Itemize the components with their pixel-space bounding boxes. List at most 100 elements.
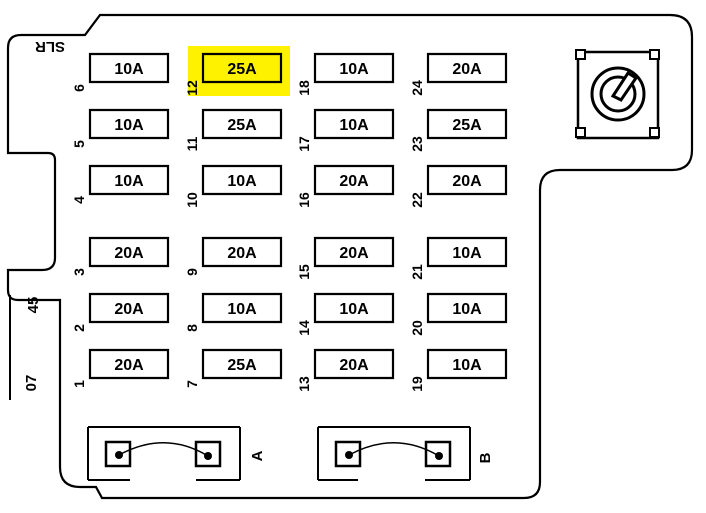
- fuse-15-number: 15: [296, 264, 312, 280]
- panel-outline: [6, 13, 694, 500]
- relay-b-label: B: [477, 452, 494, 463]
- fuse-11-number: 11: [184, 136, 200, 151]
- fuse-15-box: [313, 236, 395, 268]
- fuse-21-box: [426, 236, 508, 268]
- fuse-11: 25A 11: [184, 108, 283, 151]
- fuse-12: 25A 12: [184, 52, 283, 96]
- fuse-10-rating: 10A: [227, 173, 257, 190]
- fuse-2-box: [88, 292, 170, 324]
- panel-top-label: SLR: [35, 38, 65, 55]
- fuse-24: 20A 24: [409, 52, 508, 96]
- fuse-8-box: [201, 292, 283, 324]
- fuse-9-rating: 20A: [227, 245, 257, 262]
- fuse-7: 25A 7: [184, 348, 283, 388]
- fuse-3-box: [88, 236, 170, 268]
- fuse-18-box: [313, 52, 395, 84]
- fuse-22: 20A 22: [409, 164, 508, 208]
- fuse-10-number: 10: [184, 192, 200, 208]
- fuse-16: 20A 16: [296, 164, 395, 208]
- fuse-19-rating: 10A: [452, 357, 482, 374]
- fuse-5-rating: 10A: [114, 117, 144, 134]
- fuse-9: 20A 9: [184, 236, 283, 276]
- fuse-11-box: [201, 108, 283, 140]
- fuse-18-rating: 10A: [339, 61, 369, 78]
- fuse-8-number: 8: [184, 324, 200, 332]
- fuse-4-rating: 10A: [114, 173, 144, 190]
- fuse-22-box: [426, 164, 508, 196]
- fuse-8: 10A 8: [184, 292, 283, 332]
- fuse-1-number: 1: [71, 380, 87, 388]
- fuse-7-box: [201, 348, 283, 380]
- fuse-3: 20A 3: [71, 236, 170, 276]
- fuse-23-number: 23: [409, 136, 425, 152]
- fuse-13-box: [313, 348, 395, 380]
- fuse-20-rating: 10A: [452, 301, 482, 318]
- fuse-14-number: 14: [296, 320, 312, 336]
- fuse-24-box: [426, 52, 508, 84]
- fuse-23: 25A 23: [409, 108, 508, 152]
- fuse-14: 10A 14: [296, 292, 395, 336]
- fuse-5-number: 5: [71, 140, 87, 148]
- fuse-7-rating: 25A: [227, 357, 257, 374]
- fuse-8-rating: 10A: [227, 301, 257, 318]
- fuse-14-rating: 10A: [339, 301, 369, 318]
- fuse-16-number: 16: [296, 192, 312, 208]
- fuse-23-rating: 25A: [452, 117, 482, 134]
- fuse-20-box: [426, 292, 508, 324]
- side-label-45: 45: [25, 297, 42, 314]
- fuse-24-rating: 20A: [452, 61, 482, 78]
- fuse-19-number: 19: [409, 376, 425, 392]
- fuse-24-number: 24: [409, 80, 425, 96]
- fuse-2-number: 2: [71, 324, 87, 332]
- fuse-17-rating: 10A: [339, 117, 369, 134]
- fuses-layer: 20A120A220A310A410A510A625A710A820A910A1…: [71, 52, 508, 392]
- fuse-13-rating: 20A: [339, 357, 369, 374]
- fuse-6: 10A 6: [71, 52, 170, 92]
- fuse-22-rating: 20A: [452, 173, 482, 190]
- fuse-11-rating: 25A: [227, 117, 257, 134]
- fuse-12-rating: 25A: [227, 61, 257, 78]
- fuse-17-number: 17: [296, 136, 312, 152]
- fuse-22-number: 22: [409, 192, 425, 208]
- fuse-12-box: [201, 52, 283, 84]
- fuse-3-rating: 20A: [114, 245, 144, 262]
- fuse-12-number: 12: [184, 80, 200, 96]
- fuse-6-box: [88, 52, 170, 84]
- fuse-19-box: [426, 348, 508, 380]
- fuse-7-number: 7: [184, 380, 200, 388]
- fuse-5: 10A 5: [71, 108, 170, 148]
- fuse-1-rating: 20A: [114, 357, 144, 374]
- fuse-15-rating: 20A: [339, 245, 369, 262]
- fuse-5-box: [88, 108, 170, 140]
- fuse-4-box: [88, 164, 170, 196]
- fuse-14-box: [313, 292, 395, 324]
- fuse-6-number: 6: [71, 84, 87, 92]
- fuse-20-number: 20: [409, 320, 425, 336]
- relay-a: [87, 426, 241, 481]
- fuse-16-rating: 20A: [339, 173, 369, 190]
- fuse-20: 10A 20: [409, 292, 508, 336]
- fuse-6-rating: 10A: [114, 61, 144, 78]
- relay-b: [317, 426, 471, 481]
- fuse-1: 20A 1: [71, 348, 170, 388]
- fuse-2-rating: 20A: [114, 301, 144, 318]
- ignition-switch-icon: [575, 49, 660, 140]
- fuse-4-number: 4: [71, 196, 87, 204]
- fuse-18-number: 18: [296, 80, 312, 96]
- relay-a-label: A: [249, 450, 266, 461]
- fuse-16-box: [313, 164, 395, 196]
- fuse-19: 10A 19: [409, 348, 508, 392]
- fuse-17: 10A 17: [296, 108, 395, 152]
- fuse-4: 10A 4: [71, 164, 170, 204]
- fuse-21-number: 21: [409, 264, 425, 280]
- side-label-07: 07: [23, 375, 40, 392]
- fuse-3-number: 3: [71, 268, 87, 276]
- fuse-10: 10A 10: [184, 164, 283, 208]
- fuse-2: 20A 2: [71, 292, 170, 332]
- fuse-9-box: [201, 236, 283, 268]
- fuse-9-number: 9: [184, 268, 200, 276]
- fuse-1-box: [88, 348, 170, 380]
